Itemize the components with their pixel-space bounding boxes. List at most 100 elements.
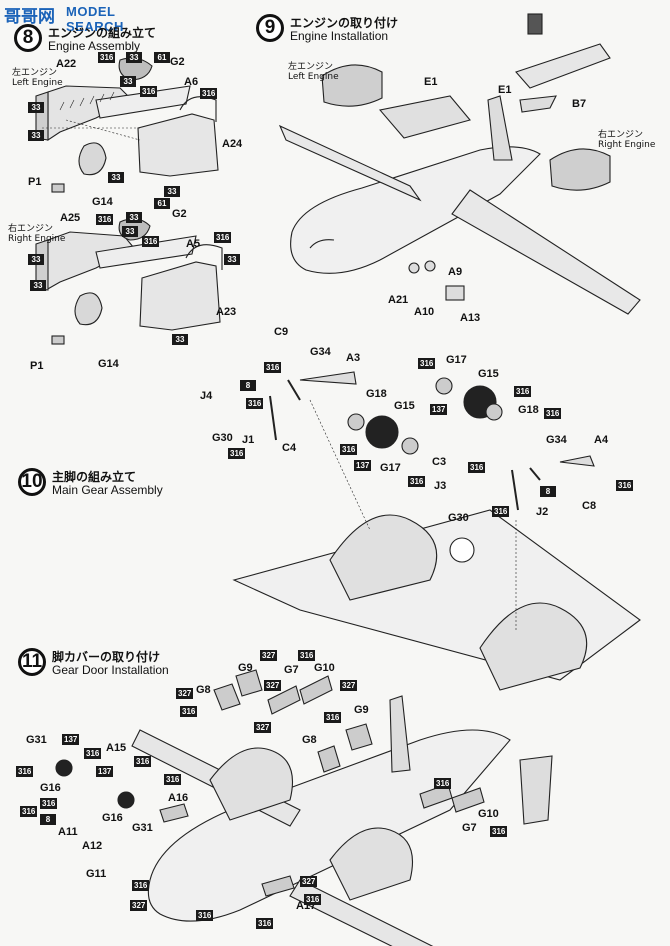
- paint-code-badge: 33: [224, 254, 240, 265]
- step-9-header: 9 エンジンの取り付け Engine Installation: [256, 14, 436, 46]
- part-label: G10: [478, 808, 499, 820]
- step-number-badge: 9: [256, 14, 284, 42]
- part-label: G17: [446, 354, 467, 366]
- paint-code-badge: 316: [214, 232, 232, 243]
- part-label: G9: [238, 662, 253, 674]
- paint-code-badge: 316: [20, 806, 38, 817]
- part-label: A3: [346, 352, 361, 364]
- step-title-en: Engine Installation: [290, 29, 389, 43]
- paint-code-badge: 33: [28, 130, 44, 141]
- part-label: J2: [536, 506, 549, 518]
- right-engine-label-step9: 右エンジン Right Engine: [598, 130, 655, 150]
- right-engine-en: Right Engine: [8, 234, 66, 244]
- paint-code-badge: 316: [264, 362, 282, 373]
- paint-code-badge: 8: [540, 486, 556, 497]
- paint-code-badge: 316: [180, 706, 198, 717]
- paint-code-badge: 316: [256, 918, 274, 929]
- part-label: G9: [354, 704, 369, 716]
- step-11-header: 11 脚カバーの取り付け Gear Door Installation: [18, 648, 208, 680]
- part-label: G8: [302, 734, 317, 746]
- part-label: G34: [310, 346, 331, 358]
- paint-code-badge: 316: [84, 748, 102, 759]
- paint-code-badge: 327: [340, 680, 358, 691]
- paint-code-badge: 33: [126, 52, 142, 63]
- paint-code-badge: 316: [164, 774, 182, 785]
- step-title-jp: 主脚の組み立て: [52, 470, 137, 484]
- part-label: C8: [582, 500, 597, 512]
- paint-code-badge: 33: [126, 212, 142, 223]
- part-label: P1: [28, 176, 42, 188]
- paint-code-badge: 316: [616, 480, 634, 491]
- paint-code-badge: 33: [30, 280, 46, 291]
- step-title-jp: 脚カバーの取り付け: [52, 650, 161, 664]
- paint-code-badge: 316: [140, 86, 158, 97]
- step-title-en: Engine Assembly: [48, 39, 141, 53]
- paint-code-badge: 8: [40, 814, 56, 825]
- right-engine-en: Right Engine: [598, 140, 656, 150]
- part-label: G8: [196, 684, 211, 696]
- watermark-en: MODEL SEARCH: [66, 4, 124, 34]
- paint-code-badge: 316: [298, 650, 316, 661]
- step-title-en: Main Gear Assembly: [52, 483, 163, 497]
- part-label: G14: [92, 196, 113, 208]
- right-engine-jp: 右エンジン: [598, 130, 644, 140]
- paint-code-badge: 327: [130, 900, 148, 911]
- paint-code-badge: 33: [172, 334, 188, 345]
- paint-code-badge: 327: [300, 876, 318, 887]
- part-label: G15: [478, 368, 499, 380]
- paint-code-badge: 316: [96, 214, 114, 225]
- main-gear-parts: [232, 371, 641, 691]
- left-engine-label: 左エンジン Left Engine: [12, 68, 63, 88]
- part-label: P1: [30, 360, 44, 372]
- paint-code-badge: 327: [264, 680, 282, 691]
- paint-code-badge: 316: [544, 408, 562, 419]
- part-label: A4: [594, 434, 609, 446]
- part-label: J3: [434, 480, 447, 492]
- aircraft-step11: [55, 669, 553, 946]
- part-label: A23: [216, 306, 237, 318]
- paint-code-badge: 316: [408, 476, 426, 487]
- part-label: G14: [98, 358, 119, 370]
- left-engine-en: Left Engine: [288, 72, 339, 82]
- part-label: G18: [366, 388, 387, 400]
- paint-code-badge: 316: [304, 894, 322, 905]
- paint-code-badge: 316: [434, 778, 452, 789]
- paint-code-badge: 316: [468, 462, 486, 473]
- paint-code-badge: 137: [96, 766, 114, 777]
- step-title-en: Gear Door Installation: [52, 663, 169, 677]
- paint-code-badge: 316: [324, 712, 342, 723]
- paint-code-badge: 316: [142, 236, 160, 247]
- part-label: A5: [186, 238, 201, 250]
- left-engine-parts: [35, 57, 219, 193]
- part-label: G34: [546, 434, 567, 446]
- part-label: A22: [56, 58, 77, 70]
- part-label: A15: [106, 742, 127, 754]
- paint-code-badge: 316: [492, 506, 510, 517]
- paint-code-badge: 316: [16, 766, 34, 777]
- paint-code-badge: 137: [62, 734, 80, 745]
- left-engine-jp: 左エンジン: [12, 68, 58, 78]
- part-label: G16: [40, 782, 61, 794]
- paint-code-badge: 316: [340, 444, 358, 455]
- paint-code-badge: 137: [354, 460, 372, 471]
- paint-code-badge: 316: [418, 358, 436, 369]
- part-label: G11: [86, 868, 107, 880]
- part-label: G2: [170, 56, 185, 68]
- part-label: A6: [184, 76, 199, 88]
- paint-code-badge: 327: [176, 688, 194, 699]
- part-label: E1: [424, 76, 438, 88]
- part-label: G16: [102, 812, 123, 824]
- left-engine-jp: 左エンジン: [288, 62, 334, 72]
- part-label: C4: [282, 442, 297, 454]
- part-label: G7: [284, 664, 299, 676]
- paint-code-badge: 327: [260, 650, 278, 661]
- part-label: C3: [432, 456, 447, 468]
- aircraft-step9: [278, 13, 641, 315]
- part-label: C9: [274, 326, 289, 338]
- paint-code-badge: 33: [108, 172, 124, 183]
- paint-code-badge: 316: [98, 52, 116, 63]
- paint-code-badge: 316: [40, 798, 58, 809]
- step-title-jp: エンジンの組み立て: [48, 26, 157, 40]
